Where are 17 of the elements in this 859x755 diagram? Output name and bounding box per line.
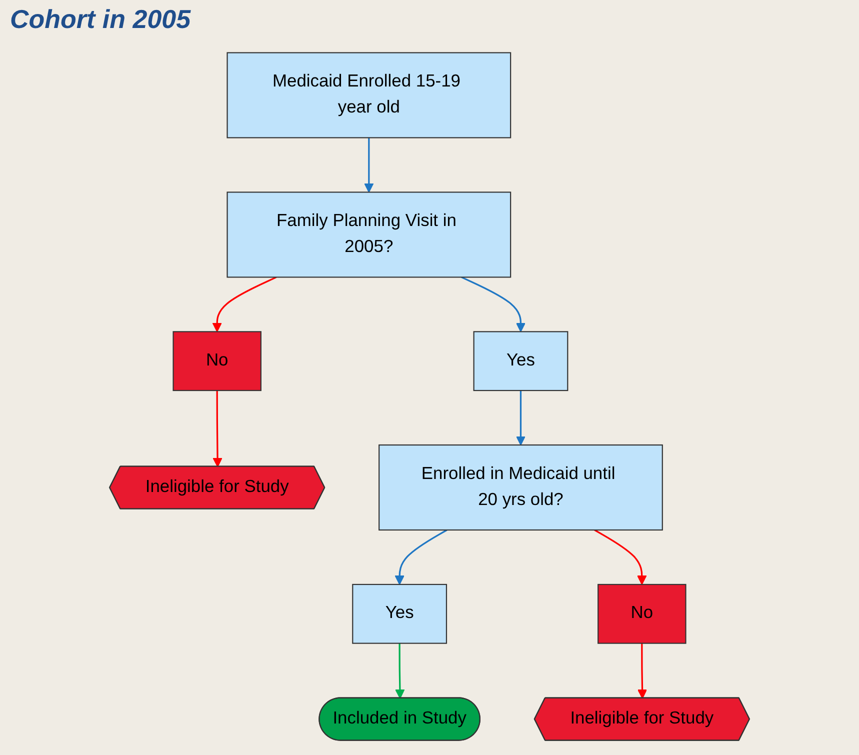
node-box: Medicaid Enrolled 15-19 year old: [226, 52, 512, 138]
arrow: [395, 643, 405, 699]
node-box: Family Planning Visit in 2005?: [226, 192, 512, 278]
diagram-title: Cohort in 2005: [10, 4, 191, 35]
node-box: No: [598, 584, 686, 644]
node-box: Yes: [352, 584, 448, 644]
arrow: [212, 390, 222, 468]
arrow: [212, 276, 277, 332]
arrow: [638, 643, 648, 699]
node-box: Enrolled in Medicaid until 20 yrs old?: [378, 444, 663, 531]
arrow: [394, 529, 448, 585]
node-box: Yes: [473, 331, 568, 392]
node-box: No: [172, 331, 262, 392]
arrow: [461, 276, 526, 332]
arrow: [364, 138, 374, 193]
arrow: [516, 390, 526, 446]
arrow: [594, 529, 647, 585]
